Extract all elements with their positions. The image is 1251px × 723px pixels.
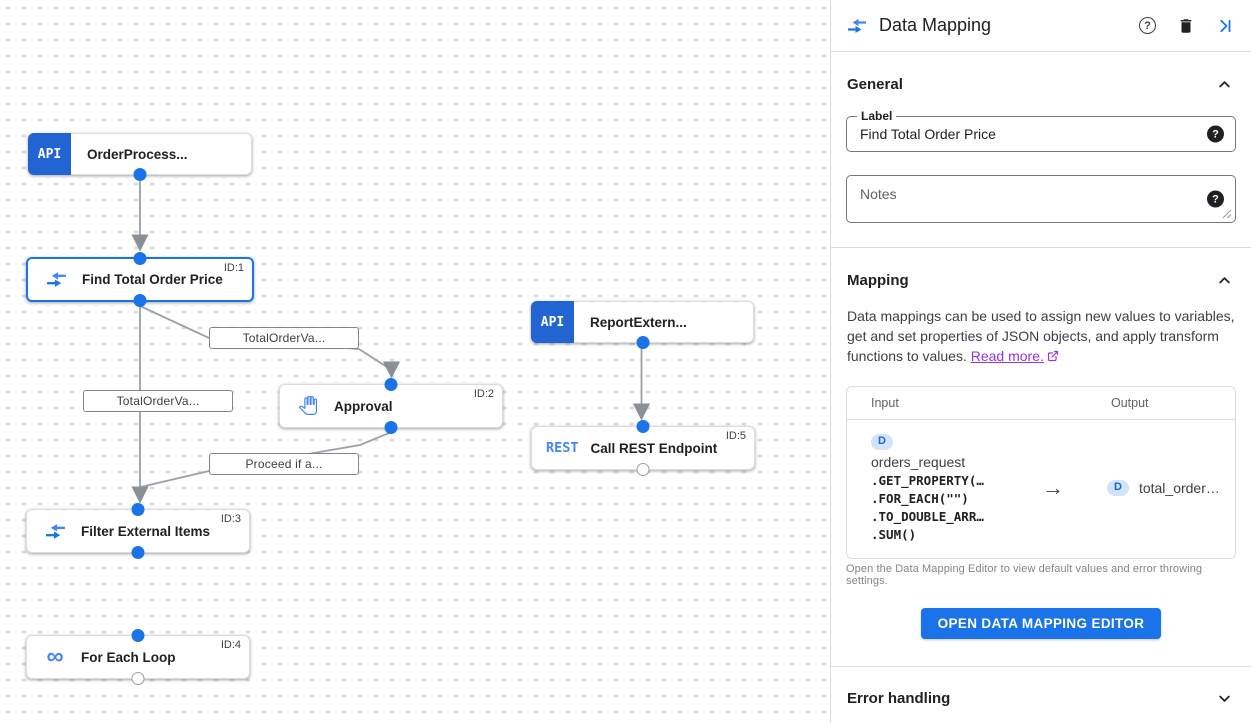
chevron-up-icon[interactable] [1215, 75, 1234, 94]
connector-dot[interactable] [384, 378, 398, 391]
connector-dot[interactable] [133, 168, 147, 181]
node-label: Call REST Endpoint [590, 440, 718, 456]
external-link-icon [1047, 347, 1059, 367]
output-variable: total_order… [1138, 479, 1220, 496]
error-handling-title: Error handling [847, 690, 951, 707]
mapping-title: Mapping [847, 272, 909, 289]
notes-help-icon[interactable]: ? [1207, 190, 1224, 208]
mapping-description: Data mappings can be used to assign new … [847, 306, 1235, 367]
mapping-description-text: Data mappings can be used to assign new … [847, 308, 1235, 364]
node-label: OrderProcess... [87, 146, 188, 162]
section-error-handling: Error handling [831, 667, 1251, 723]
node-filter-external-items[interactable]: ID:3 Filter External Items [26, 503, 250, 559]
mapping-table-header: Input Output [847, 387, 1235, 420]
label-help-icon[interactable]: ? [1207, 125, 1224, 143]
mapping-table: Input Output D orders_request .GET_PROPE… [846, 386, 1236, 559]
panel-actions: ? [1139, 17, 1234, 35]
node-id-tag: ID:3 [220, 513, 241, 525]
mapping-function: .FOR_EACH("") [871, 491, 969, 506]
connector-dot[interactable] [636, 463, 650, 476]
double-type-badge: D [871, 434, 893, 450]
loop-icon: ∞ [46, 643, 64, 670]
node-call-rest-endpoint[interactable]: ID:5 REST Call REST Endpoint [531, 420, 755, 476]
mapping-arrow-icon: → [1042, 474, 1064, 500]
section-mapping: Mapping Data mappings can be used to ass… [831, 248, 1251, 639]
mapping-function: .TO_DOUBLE_ARR… [871, 509, 984, 524]
rest-icon: REST [546, 440, 579, 456]
edge-label-total-order-2[interactable]: TotalOrderVa... [83, 390, 233, 412]
edge-label-proceed-if[interactable]: Proceed if a... [209, 453, 359, 475]
connector-dot[interactable] [131, 503, 145, 516]
label-input[interactable] [847, 117, 1235, 151]
mapping-input-cell: D orders_request .GET_PROPERTY(… .FOR_EA… [871, 431, 1021, 544]
help-button[interactable]: ? [1139, 17, 1156, 34]
data-mapping-icon [43, 521, 67, 542]
edge-find-to-approval[interactable] [139, 305, 401, 379]
node-label: Find Total Order Price [82, 272, 223, 287]
node-label: For Each Loop [81, 649, 176, 665]
general-section-header[interactable]: General [846, 52, 1236, 94]
node-orderprocess-trigger[interactable]: API OrderProcess... [28, 133, 252, 181]
chevron-up-icon[interactable] [1215, 271, 1234, 290]
connector-dot[interactable] [131, 672, 145, 685]
notes-field: ? [846, 175, 1236, 223]
divider [831, 247, 1251, 248]
mapping-output-cell: D total_order… [1107, 479, 1220, 496]
open-data-mapping-editor-button[interactable]: OPEN DATA MAPPING EDITOR [920, 608, 1162, 639]
connector-dot[interactable] [131, 629, 145, 642]
edge-label-total-order-1[interactable]: TotalOrderVa... [209, 327, 359, 349]
help-icon: ? [1139, 17, 1156, 34]
edge-connectors [131, 178, 651, 504]
node-label: ReportExtern... [590, 314, 687, 330]
resize-handle-icon[interactable] [1222, 209, 1232, 219]
mapping-caption: Open the Data Mapping Editor to view def… [846, 563, 1203, 587]
read-more-link[interactable]: Read more. [970, 348, 1044, 364]
collapse-right-icon [1220, 19, 1231, 32]
node-id-tag: ID:1 [223, 262, 244, 274]
mapping-section-header[interactable]: Mapping [846, 248, 1236, 290]
connector-dot[interactable] [384, 421, 398, 434]
workflow-canvas[interactable]: TotalOrderVa... TotalOrderVa... Proceed … [0, 0, 830, 723]
node-label: Filter External Items [81, 523, 211, 539]
connector-dot[interactable] [131, 546, 145, 559]
mapping-function: .GET_PROPERTY(… [871, 473, 984, 488]
collapse-panel-button[interactable] [1216, 17, 1234, 35]
connector-dot[interactable] [133, 252, 147, 265]
delete-button[interactable] [1177, 17, 1195, 35]
chevron-down-icon[interactable] [1215, 689, 1234, 708]
panel-header: Data Mapping ? [831, 0, 1251, 52]
node-id-tag: ID:2 [473, 388, 494, 400]
node-reportextern-trigger[interactable]: API ReportExtern... [531, 301, 754, 349]
node-id-tag: ID:5 [725, 430, 746, 442]
node-find-total-order-price[interactable]: ID:1 Find Total Order Price [26, 252, 254, 307]
node-approval[interactable]: ID:2 Approval [279, 378, 503, 434]
node-label: Approval [334, 398, 393, 414]
double-type-badge: D [1107, 479, 1129, 496]
approval-hand-icon [296, 396, 320, 416]
notes-input[interactable] [847, 176, 1235, 222]
input-column-header: Input [871, 396, 899, 410]
mapping-function: .SUM() [871, 527, 917, 542]
input-variable: orders_request [871, 454, 966, 470]
connector-dot[interactable] [636, 420, 650, 433]
api-trigger-icon: API [28, 133, 71, 175]
output-column-header: Output [1111, 396, 1149, 410]
trash-icon [1180, 18, 1192, 33]
connector-dot[interactable] [636, 336, 649, 349]
config-panel: Data Mapping ? Genera [830, 0, 1251, 723]
data-mapping-icon [44, 269, 68, 290]
node-for-each-loop[interactable]: ID:4 ∞ For Each Loop [26, 629, 250, 685]
api-trigger-icon: API [531, 301, 574, 343]
connector-dot[interactable] [133, 294, 147, 307]
label-field: Label ? [846, 109, 1236, 152]
mapping-row[interactable]: D orders_request .GET_PROPERTY(… .FOR_EA… [847, 420, 1235, 558]
error-handling-section-header[interactable]: Error handling [846, 667, 1236, 723]
node-id-tag: ID:4 [220, 639, 241, 651]
divider [831, 666, 1251, 667]
data-mapping-icon [847, 16, 867, 36]
general-title: General [847, 76, 903, 93]
panel-title: Data Mapping [879, 15, 992, 35]
label-field-label: Label [857, 109, 897, 123]
section-general: General Label ? ? [831, 52, 1251, 223]
